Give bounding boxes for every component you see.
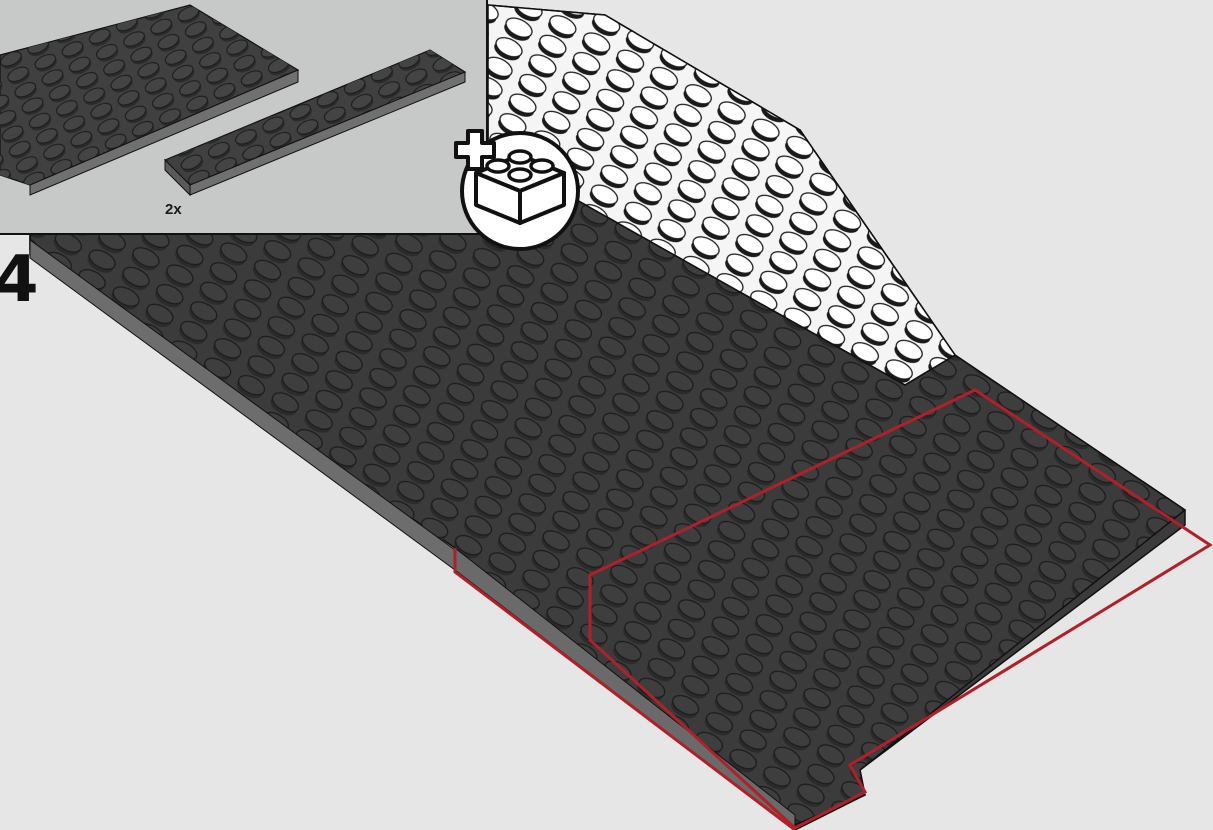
add-brick-icon (454, 125, 580, 251)
step-number: 4 (0, 248, 39, 312)
parts-callout-box: 2x (0, 0, 488, 235)
parts-quantity: 2x (165, 201, 182, 218)
parts-illustration (0, 0, 488, 235)
